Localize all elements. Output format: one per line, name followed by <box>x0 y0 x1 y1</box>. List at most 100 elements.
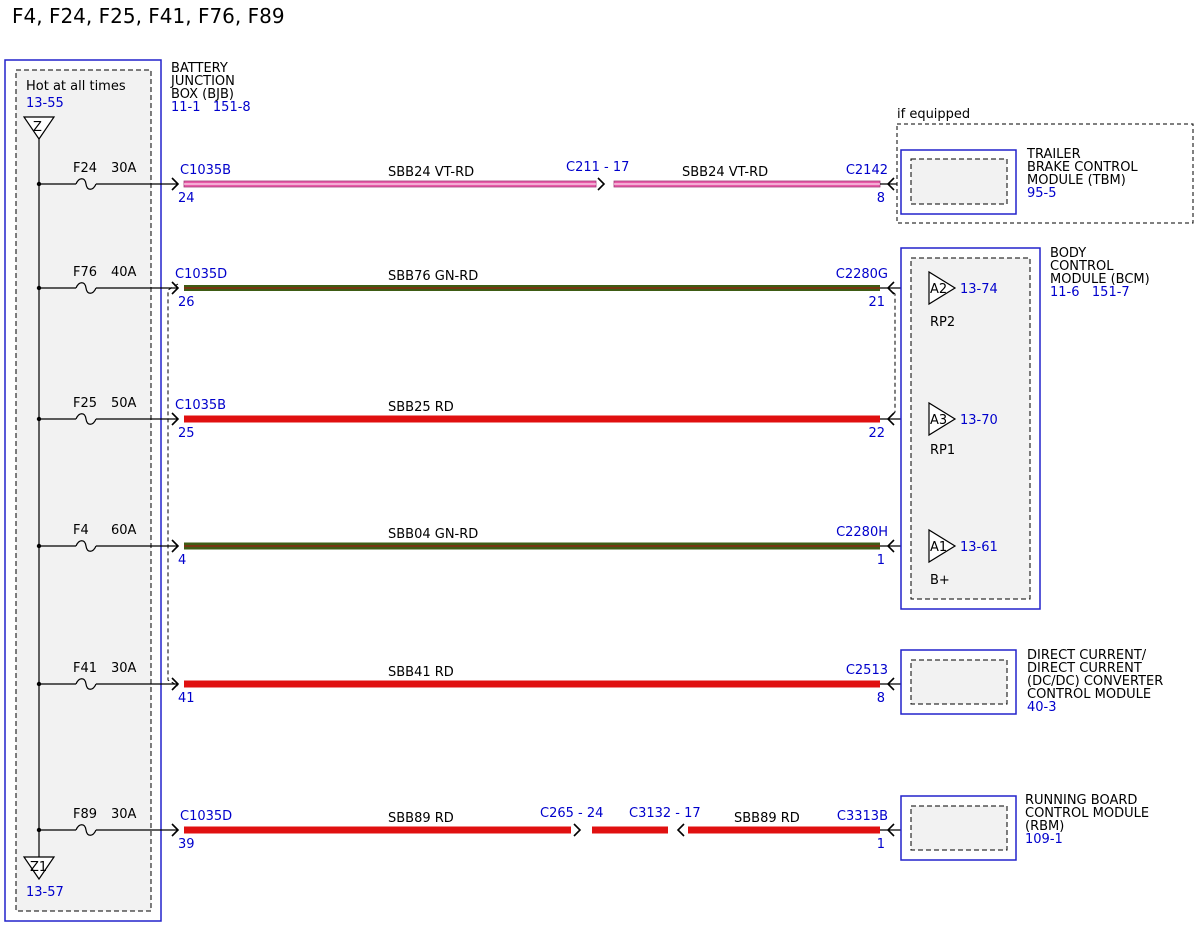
bcm-name-line-2: CONTROL <box>1050 259 1114 274</box>
tbm-refs: 95-5 <box>1027 186 1057 201</box>
splice-z-icon <box>22 116 56 141</box>
dcdc-name-line-3: (DC/DC) CONVERTER <box>1027 674 1163 689</box>
dcdc-name-line-1: DIRECT CURRENT/ <box>1027 648 1147 663</box>
bjb-connector-arrow-icon <box>171 539 180 553</box>
rbm-name-line-1: RUNNING BOARD <box>1025 793 1137 808</box>
source-pin: 39 <box>178 837 195 852</box>
dcdc-inner-border <box>910 659 1008 705</box>
destination-pin: 8 <box>877 691 885 706</box>
wire-label: SBB89 RD <box>734 811 800 826</box>
dcdc-converter-control-module: DIRECT CURRENT/ DIRECT CURRENT (DC/DC) C… <box>900 648 1163 715</box>
bjb-refs: 11-1 151-8 <box>171 100 251 115</box>
wire-label: SBB24 VT-RD <box>388 165 474 180</box>
bcm-pin-a1-icon <box>928 528 957 564</box>
source-connector: C1035D <box>180 809 232 824</box>
destination-pin: 8 <box>877 191 885 206</box>
fuse-icon <box>75 824 97 836</box>
bjb-connector-dashline <box>167 283 179 687</box>
dcdc-refs: 40-3 <box>1027 700 1057 715</box>
bjb-name-line-1: BATTERY <box>171 61 228 76</box>
rbm-name-line-2: CONTROL MODULE <box>1025 806 1149 821</box>
wire-segment <box>184 415 880 423</box>
rbm-inner-border <box>910 805 1008 851</box>
bcm-pin-a1-sub: B+ <box>930 573 950 588</box>
wire-label: SBB25 RD <box>388 400 454 415</box>
circuit-row-6: C1035D 39 SBB89 RD SBB89 RD C265 - 24 C3132 -… <box>178 806 901 852</box>
bcm-pin-a2-sub: RP2 <box>930 315 955 330</box>
wire-segment <box>688 826 880 834</box>
trailer-brake-control-module: if equipped TRAILER BRAKE CONTROL MODULE… <box>896 107 1194 224</box>
bjb-connector-arrow-icon <box>171 281 180 295</box>
source-connector: C1035B <box>180 163 231 178</box>
destination-arrow-icon <box>886 823 895 837</box>
bcm-pin-a3-sub: RP1 <box>930 443 955 458</box>
bcm-pin-a3-ref: 13-70 <box>960 413 998 428</box>
rbm-refs: 109-1 <box>1025 832 1063 847</box>
source-pin: 4 <box>178 553 186 568</box>
bjb-name-line-3: BOX (BJB) <box>171 87 234 102</box>
destination-arrow-icon <box>886 412 895 426</box>
destination-connector: C2513 <box>846 663 888 678</box>
circuit-row-5: 41 SBB41 RD C2513 8 <box>178 663 901 706</box>
bcm-pin-a2-icon <box>928 270 957 306</box>
inline-connector-arrow-icon <box>676 823 685 837</box>
destination-pin: 1 <box>877 553 885 568</box>
rbm-name-line-3: (RBM) <box>1025 819 1064 834</box>
fuse-icon <box>75 413 97 425</box>
source-pin: 24 <box>178 191 195 206</box>
bjb-connector-arrow-icon <box>171 677 180 691</box>
destination-arrow-icon <box>886 539 895 553</box>
inline-connector-arrow-icon <box>573 823 582 837</box>
fuse-name: F24 <box>73 161 97 176</box>
fuse-name: F25 <box>73 396 97 411</box>
fuse-icon <box>75 540 97 552</box>
wire-label: SBB76 GN-RD <box>388 269 478 284</box>
destination-pin: 22 <box>868 426 885 441</box>
dcdc-name-line-4: CONTROL MODULE <box>1027 687 1151 702</box>
battery-junction-box: BATTERY JUNCTION BOX (BJB) 11-1 151-8 Ho… <box>4 59 251 922</box>
body-control-module: BODY CONTROL MODULE (BCM) 11-6 151-7 A2 … <box>887 246 1150 610</box>
bcm-pin-a3-icon <box>928 401 957 437</box>
splice-z1-label: Z1 <box>30 860 47 875</box>
fuse-f25: F25 50A <box>36 396 180 426</box>
tbm-qualifier: if equipped <box>897 107 970 122</box>
inline-connector-arrow-icon <box>597 177 606 191</box>
source-connector: C1035D <box>175 267 227 282</box>
tbm-name-line-2: BRAKE CONTROL <box>1027 160 1138 175</box>
bjb-name-line-2: JUNCTION <box>170 74 235 89</box>
inline-connector: C3132 - 17 <box>629 806 701 821</box>
fuse-amps: 30A <box>111 807 137 822</box>
fuse-amps: 30A <box>111 661 137 676</box>
fuse-amps: 60A <box>111 523 137 538</box>
inline-connector: C211 - 17 <box>566 160 629 175</box>
fuse-name: F4 <box>73 523 89 538</box>
source-pin: 25 <box>178 426 195 441</box>
splice-z-label: Z <box>33 120 42 135</box>
wire-label: SBB41 RD <box>388 665 454 680</box>
fuse-amps: 50A <box>111 396 137 411</box>
destination-connector: C2280G <box>836 267 888 282</box>
bcm-pin-a2-id: A2 <box>930 282 947 297</box>
wire-label: SBB89 RD <box>388 811 454 826</box>
bcm-name-line-3: MODULE (BCM) <box>1050 272 1150 287</box>
fuse-name: F76 <box>73 265 97 280</box>
destination-arrow-icon <box>886 177 895 191</box>
destination-arrow-icon <box>886 677 895 691</box>
fuse-icon <box>75 178 97 190</box>
source-pin: 41 <box>178 691 195 706</box>
bcm-name-line-1: BODY <box>1050 246 1086 261</box>
inline-connector: C265 - 24 <box>540 806 603 821</box>
tbm-inner-border <box>910 158 1008 205</box>
bjb-connector-arrow-icon <box>171 823 180 837</box>
dcdc-name-line-2: DIRECT CURRENT <box>1027 661 1142 676</box>
destination-connector: C3313B <box>837 809 888 824</box>
splice-z1-ref: 13-57 <box>26 885 64 900</box>
